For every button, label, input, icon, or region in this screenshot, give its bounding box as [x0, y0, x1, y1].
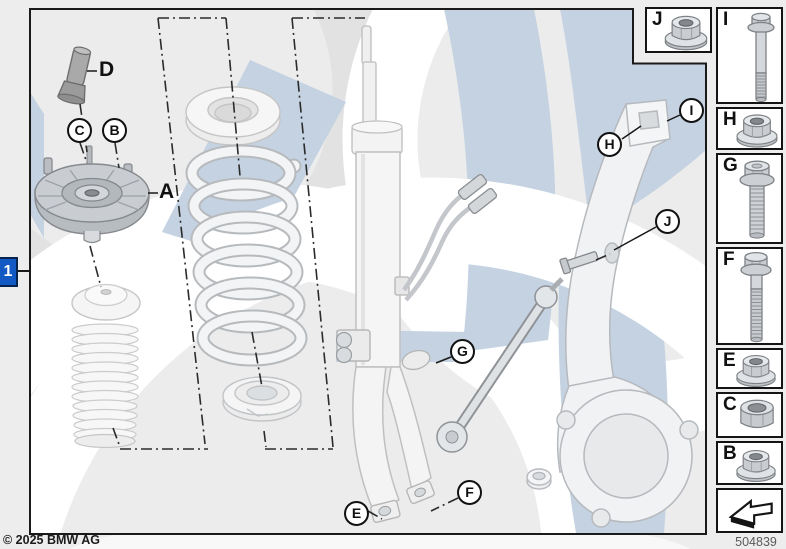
callout-J[interactable]: J: [655, 209, 680, 234]
assembly-lines: [79, 17, 611, 520]
legend-letter: J: [652, 9, 663, 30]
rubber-cap: [57, 46, 92, 105]
callout-C[interactable]: C: [67, 118, 92, 143]
legend-box-J[interactable]: J: [645, 7, 712, 53]
flange-nut-icon: [732, 111, 782, 149]
legend-letter: C: [723, 394, 737, 415]
lower-spring-pad: [222, 376, 302, 422]
legend-box-direction[interactable]: [716, 488, 783, 533]
legend-box-G[interactable]: G: [716, 153, 783, 244]
sensor-cable: [404, 202, 478, 302]
hex-bolt-long-icon: [744, 12, 778, 104]
legend-letter: H: [723, 109, 737, 130]
copyright-text: © 2025 BMW AG: [3, 533, 100, 547]
legend-box-B[interactable]: B: [716, 441, 783, 485]
flange-nut-icon: [732, 446, 780, 484]
direction-arrow-icon: [721, 492, 779, 532]
strut-support-mount: [34, 145, 150, 244]
shock-absorber-strut: [335, 25, 498, 523]
legend-box-C[interactable]: C: [716, 392, 783, 438]
stabilizer-link: [436, 251, 599, 453]
callout-I[interactable]: I: [679, 98, 704, 123]
flange-bolt-icon: [734, 158, 780, 242]
kit-callout-1[interactable]: 1: [0, 257, 18, 287]
legend-letter: B: [723, 443, 737, 464]
dust-boot-bump-stop: [71, 283, 141, 449]
legend-box-E[interactable]: E: [716, 348, 783, 389]
leader-lines: [87, 70, 681, 364]
callout-A[interactable]: A: [159, 180, 175, 203]
drawing-number: 504839: [735, 535, 777, 549]
blue-accent-shape: [162, 60, 346, 262]
legend-letter: G: [723, 155, 738, 176]
callout-G[interactable]: G: [450, 339, 475, 364]
callout-B[interactable]: B: [102, 118, 127, 143]
coil-spring: [185, 144, 308, 367]
diagram-frame: [29, 8, 707, 535]
steering-knuckle: [556, 99, 699, 528]
legend-letter: I: [723, 9, 729, 30]
callout-E[interactable]: E: [344, 501, 369, 526]
bushing-ring: [526, 468, 552, 490]
legend-box-F[interactable]: F: [716, 247, 783, 345]
sensor-cable: [402, 189, 470, 292]
legend-box-H[interactable]: H: [716, 107, 783, 150]
flange-bolt-long-icon: [735, 251, 777, 345]
hex-nut-icon: [734, 395, 780, 437]
flange-nut-icon: [660, 12, 712, 52]
legend-letter: E: [723, 350, 736, 371]
upper-spring-pad: [185, 86, 281, 146]
link-pin: [559, 251, 599, 275]
callout-H[interactable]: H: [597, 132, 622, 157]
flange-nut-icon: [732, 352, 780, 388]
legend-letter: F: [723, 249, 735, 270]
callout-F[interactable]: F: [457, 480, 482, 505]
legend-box-I[interactable]: I: [716, 7, 783, 104]
callout-D[interactable]: D: [99, 58, 115, 81]
